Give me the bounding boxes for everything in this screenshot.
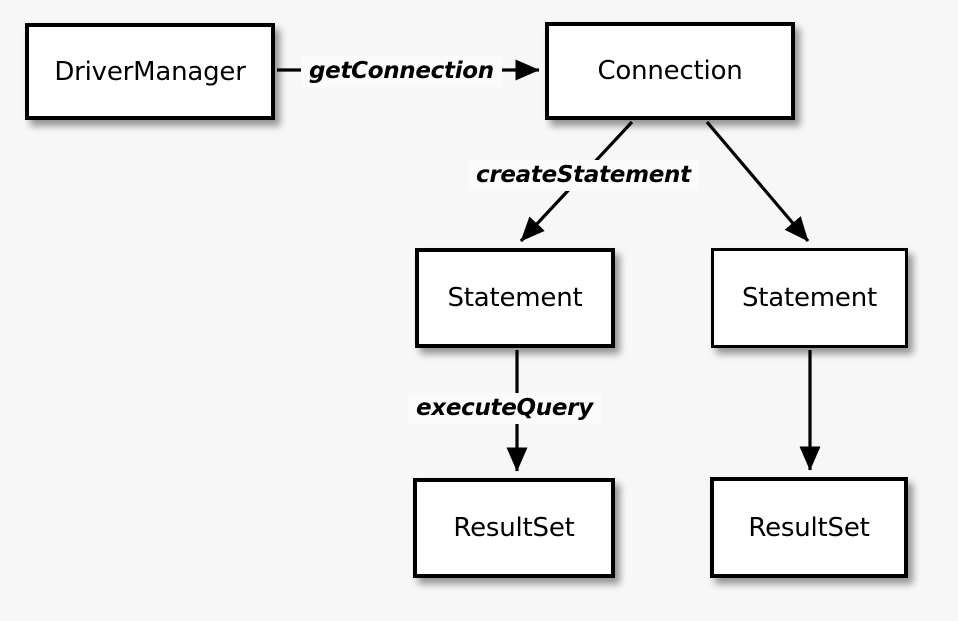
- node-statement-right[interactable]: Statement: [711, 248, 908, 348]
- node-label-connection: Connection: [597, 56, 743, 86]
- node-resultset-left[interactable]: ResultSet: [413, 478, 615, 578]
- node-connection[interactable]: Connection: [545, 22, 795, 120]
- node-label-driver-manager: DriverManager: [54, 56, 246, 87]
- node-label-statement-right: Statement: [741, 283, 878, 313]
- edge-label-create-statement: createStatement: [468, 160, 699, 192]
- node-resultset-right[interactable]: ResultSet: [710, 477, 908, 578]
- node-label-resultset-left: ResultSet: [453, 513, 575, 543]
- edge-line-create-statement-2: [705, 120, 810, 243]
- edge-label-get-connection: getConnection: [301, 56, 502, 88]
- node-label-statement-left: Statement: [447, 283, 583, 313]
- edge-label-execute-query: executeQuery: [408, 393, 601, 425]
- node-driver-manager[interactable]: DriverManager: [25, 23, 275, 120]
- node-statement-left[interactable]: Statement: [415, 248, 615, 348]
- node-label-resultset-right: ResultSet: [748, 512, 870, 543]
